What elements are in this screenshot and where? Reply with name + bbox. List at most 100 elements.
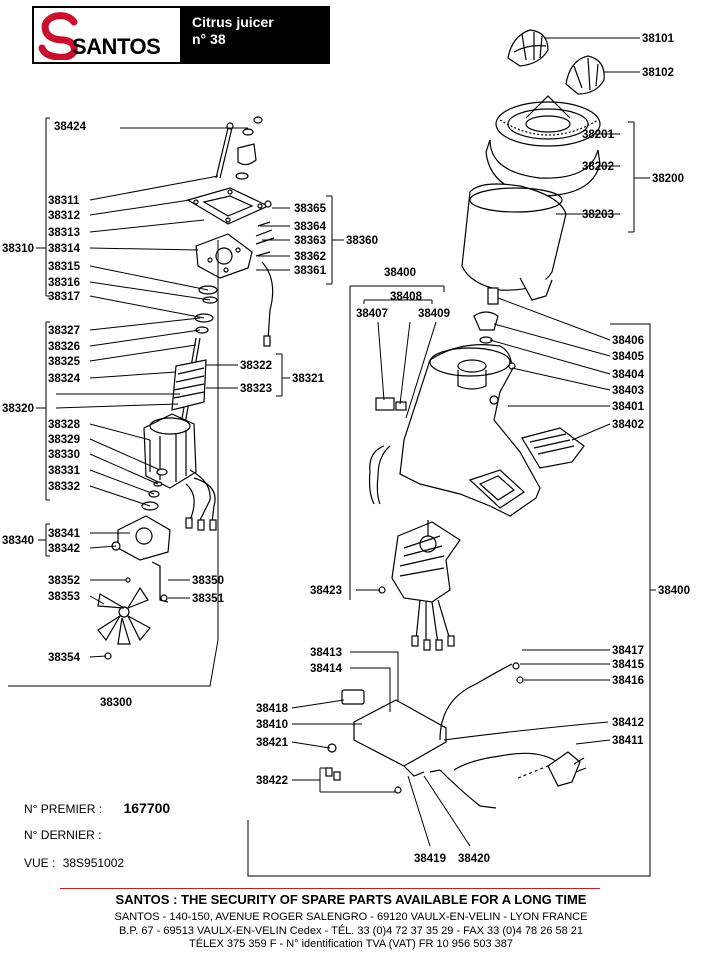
- gasket-plate: [186, 187, 270, 225]
- spindle-parts: [473, 287, 499, 344]
- label-38310: 38310: [2, 243, 34, 255]
- label-38352: 38352: [48, 575, 80, 587]
- label-38400: 38400: [384, 267, 416, 279]
- label-38405: 38405: [612, 351, 645, 363]
- label-38415: 38415: [612, 659, 645, 671]
- washers-upper: [194, 285, 218, 334]
- santos-logo: SANTOS: [32, 6, 182, 64]
- label-38313: 38313: [48, 227, 80, 239]
- label-38314: 38314: [48, 243, 81, 255]
- premier-value: 167700: [123, 800, 171, 816]
- label-38316: 38316: [48, 277, 80, 289]
- footer-address-2: B.P. 67 - 69513 VAULX-EN-VELIN Cedex - T…: [118, 924, 584, 937]
- label-38321: 38321: [292, 373, 325, 385]
- title-line-1: Citrus juicer: [192, 14, 274, 30]
- footer-address-1: SANTOS - 140-150, AVENUE ROGER SALENGRO …: [114, 911, 588, 923]
- brand-name: SANTOS: [72, 34, 161, 59]
- vue-row: VUE : 38S951002: [24, 856, 124, 870]
- washers-lower: [141, 468, 168, 511]
- label-38201: 38201: [582, 129, 615, 141]
- label-38402: 38402: [612, 419, 644, 431]
- capacitor-leads: [255, 200, 275, 347]
- label-38422: 38422: [256, 775, 288, 787]
- label-38412: 38412: [612, 717, 644, 729]
- motor-housing: [399, 344, 541, 517]
- label-38364: 38364: [294, 221, 327, 233]
- footer-address-3: TÉLEX 375 359 F - N° identification TVA …: [189, 938, 513, 950]
- power-plug: [517, 751, 587, 787]
- leader-lines-left: [8, 117, 344, 687]
- label-38354: 38354: [48, 652, 81, 664]
- switch-assembly: [368, 397, 407, 505]
- label-38360: 38360: [346, 235, 378, 247]
- label-38419: 38419: [414, 853, 446, 865]
- lower-motor: [378, 520, 461, 651]
- pressure-lever: [521, 427, 585, 469]
- label-38341: 38341: [48, 528, 81, 540]
- label-38406: 38406: [612, 335, 644, 347]
- label-38331: 38331: [48, 465, 81, 477]
- label-38400-right: 38400: [658, 585, 690, 597]
- bearing-flange: [195, 233, 253, 279]
- label-38323: 38323: [240, 383, 272, 395]
- header: SANTOS Citrus juicer n° 38: [32, 6, 330, 64]
- label-38350: 38350: [192, 575, 224, 587]
- vue-value: 38S951002: [62, 856, 125, 870]
- label-38421: 38421: [256, 737, 289, 749]
- label-38411: 38411: [612, 735, 644, 747]
- part-labels: 38101 38102 38201 38202 38200 38203 3842…: [2, 33, 690, 865]
- dernier-row: N° DERNIER :: [24, 828, 101, 842]
- label-38324: 38324: [48, 373, 81, 385]
- label-38420: 38420: [458, 853, 490, 865]
- label-38202: 38202: [582, 161, 614, 173]
- santos-s-mark: [38, 12, 78, 60]
- label-38416: 38416: [612, 675, 644, 687]
- electrical-plate: [325, 662, 561, 809]
- label-38328: 38328: [48, 419, 81, 431]
- label-38362: 38362: [294, 251, 326, 263]
- screw-column: [215, 116, 263, 180]
- filter-ring: [495, 95, 601, 147]
- label-38317: 38317: [48, 291, 80, 303]
- premier-label: N° PREMIER :: [24, 802, 103, 816]
- label-38408: 38408: [390, 291, 423, 303]
- fan-bracket: [125, 561, 169, 603]
- premier-row: N° PREMIER : 167700: [24, 800, 170, 816]
- dernier-label: N° DERNIER :: [24, 828, 102, 842]
- label-38200: 38200: [652, 173, 684, 185]
- label-38300: 38300: [100, 697, 132, 709]
- label-38423: 38423: [310, 585, 342, 597]
- title-line-2: n° 38: [192, 31, 226, 47]
- label-38203: 38203: [582, 209, 614, 221]
- label-38404: 38404: [612, 369, 645, 381]
- label-38312: 38312: [48, 210, 80, 222]
- label-38342: 38342: [48, 543, 80, 555]
- label-38332: 38332: [48, 481, 80, 493]
- label-38330: 38330: [48, 449, 80, 461]
- label-38418: 38418: [256, 703, 289, 715]
- footer-divider: [60, 888, 600, 889]
- label-38401: 38401: [612, 401, 645, 413]
- title-box: Citrus juicer n° 38: [182, 6, 330, 64]
- vue-label: VUE :: [24, 856, 56, 870]
- label-38326: 38326: [48, 341, 80, 353]
- leader-lines-right: [247, 37, 656, 877]
- label-38410: 38410: [256, 719, 288, 731]
- juice-bowl: [461, 183, 567, 301]
- label-38340: 38340: [2, 535, 34, 547]
- label-38315: 38315: [48, 261, 81, 273]
- label-38363: 38363: [294, 235, 326, 247]
- footer: SANTOS : THE SECURITY OF SPARE PARTS AVA…: [0, 892, 702, 952]
- label-38101: 38101: [642, 33, 675, 45]
- label-38327: 38327: [48, 325, 80, 337]
- label-38409: 38409: [418, 308, 450, 320]
- footer-tagline: SANTOS : THE SECURITY OF SPARE PARTS AVA…: [115, 892, 587, 907]
- label-38353: 38353: [48, 591, 80, 603]
- label-38329: 38329: [48, 434, 80, 446]
- label-38414: 38414: [310, 663, 343, 675]
- cooling-fan: [97, 586, 151, 660]
- label-38351: 38351: [192, 593, 225, 605]
- label-38322: 38322: [240, 360, 272, 372]
- rotor: [171, 337, 207, 431]
